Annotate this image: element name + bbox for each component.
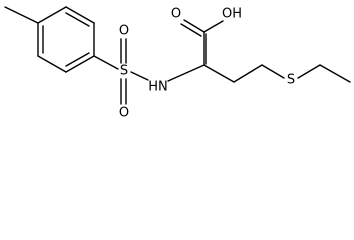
- bond-cbeta-cgamma: [233, 64, 263, 83]
- bond-s-nh: [130, 71, 149, 81]
- atom-sulfonyl-o-top: O: [119, 24, 129, 39]
- atom-sulfonyl-s: S: [120, 64, 128, 79]
- bond-c-oh: [203, 20, 224, 33]
- bond-methyl-ring: [4, 6, 39, 24]
- structure-diagram: S O O HN OH O S: [4, 6, 351, 121]
- atom-nh: HN: [148, 80, 168, 95]
- bond-calpha-cbeta: [203, 64, 235, 83]
- bond-ring-5-inner: [65, 12, 90, 27]
- bond-ring-3-inner: [65, 52, 90, 67]
- atom-sulfonyl-o-bottom: O: [119, 106, 129, 121]
- bond-cgamma-s: [261, 64, 285, 79]
- bonds: [4, 6, 351, 105]
- bond-ring-6: [37, 6, 67, 24]
- bond-methyl-end: [319, 64, 351, 83]
- atom-oh: OH: [222, 7, 242, 22]
- bond-nh-calpha: [167, 64, 205, 82]
- bond-ring-3: [65, 55, 95, 73]
- bond-s-methyl: [297, 64, 321, 79]
- bond-ring-5: [65, 6, 95, 24]
- bond-c-o-a: [183, 19, 205, 33]
- bond-c-o-b: [180, 23, 202, 37]
- atom-carbonyl-o: O: [171, 7, 181, 22]
- atom-thioether-s: S: [287, 73, 295, 88]
- bond-ring-2: [37, 55, 67, 73]
- bond-ring-sulfur: [93, 55, 119, 70]
- atom-labels: S O O HN OH O S: [119, 7, 295, 121]
